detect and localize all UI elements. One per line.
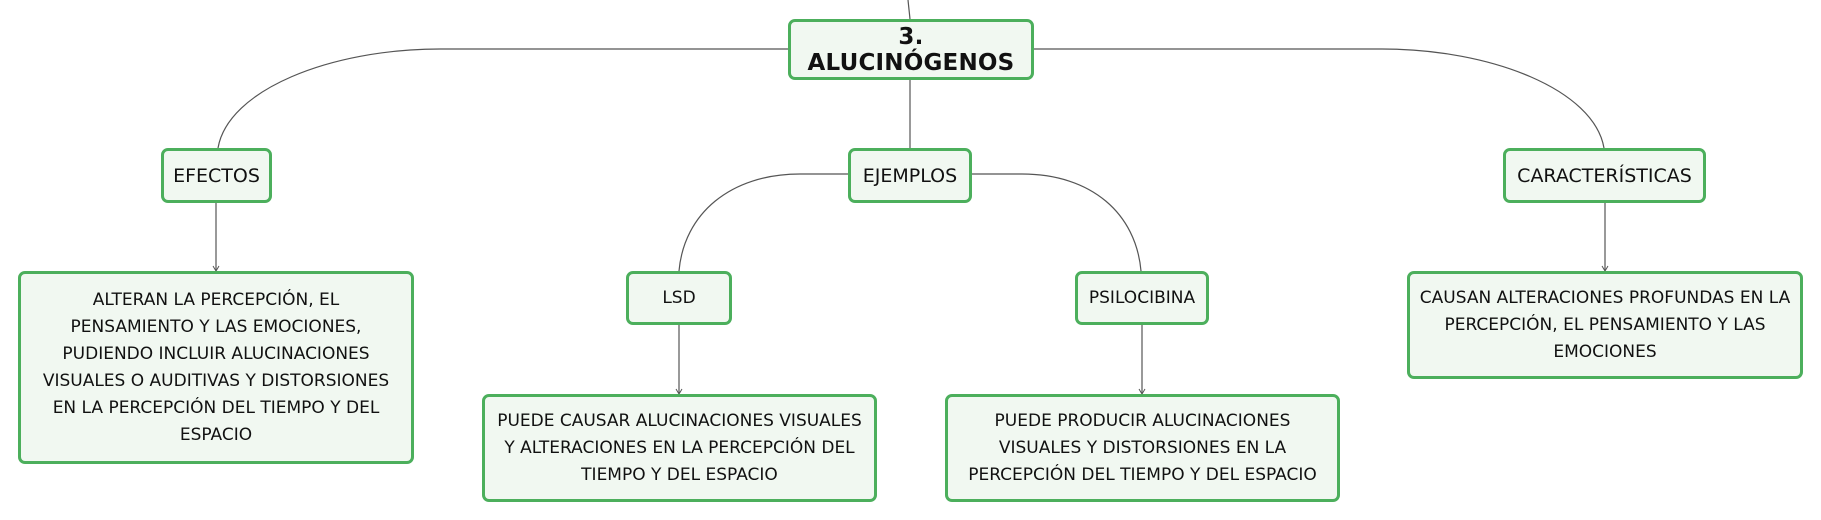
psilocibina-node[interactable]: PSILOCIBINA (1075, 271, 1209, 325)
efectos-detail-text: ALTERAN LA PERCEPCIÓN, EL PENSAMIENTO Y … (42, 289, 390, 445)
ejemplos-label: EJEMPLOS (862, 164, 958, 187)
caracteristicas-detail-text: CAUSAN ALTERACIONES PROFUNDAS EN LA PERC… (1419, 287, 1791, 362)
efectos-label: EFECTOS (173, 164, 260, 187)
ejemplos-node[interactable]: EJEMPLOS (848, 148, 972, 203)
efectos-detail-node[interactable]: ALTERAN LA PERCEPCIÓN, EL PENSAMIENTO Y … (18, 271, 414, 464)
connector-root-to-caracteristicas (1033, 48, 1605, 149)
root-node[interactable]: 3. ALUCINÓGENOS (788, 19, 1034, 80)
lsd-node[interactable]: LSD (626, 271, 732, 325)
lsd-label: LSD (662, 288, 696, 308)
caracteristicas-detail-node[interactable]: CAUSAN ALTERACIONES PROFUNDAS EN LA PERC… (1407, 271, 1803, 379)
psilocibina-detail-text: PUEDE PRODUCIR ALUCINACIONES VISUALES Y … (968, 410, 1317, 485)
efectos-node[interactable]: EFECTOS (161, 148, 272, 203)
connector-ejemplos-to-psilocibina (971, 173, 1142, 272)
psilocibina-detail-node[interactable]: PUEDE PRODUCIR ALUCINACIONES VISUALES Y … (945, 394, 1340, 502)
lsd-detail-text: PUEDE CAUSAR ALUCINACIONES VISUALES Y AL… (497, 410, 862, 485)
lsd-detail-node[interactable]: PUEDE CAUSAR ALUCINACIONES VISUALES Y AL… (482, 394, 877, 502)
caracteristicas-node[interactable]: CARACTERÍSTICAS (1503, 148, 1706, 203)
psilocibina-label: PSILOCIBINA (1088, 288, 1196, 308)
connector-ejemplos-to-lsd (678, 173, 849, 272)
connector-root-to-efectos (217, 48, 789, 149)
connector-parent-to-root (907, 0, 911, 20)
root-label: 3. ALUCINÓGENOS (807, 23, 1015, 76)
caracteristicas-label: CARACTERÍSTICAS (1517, 164, 1692, 187)
